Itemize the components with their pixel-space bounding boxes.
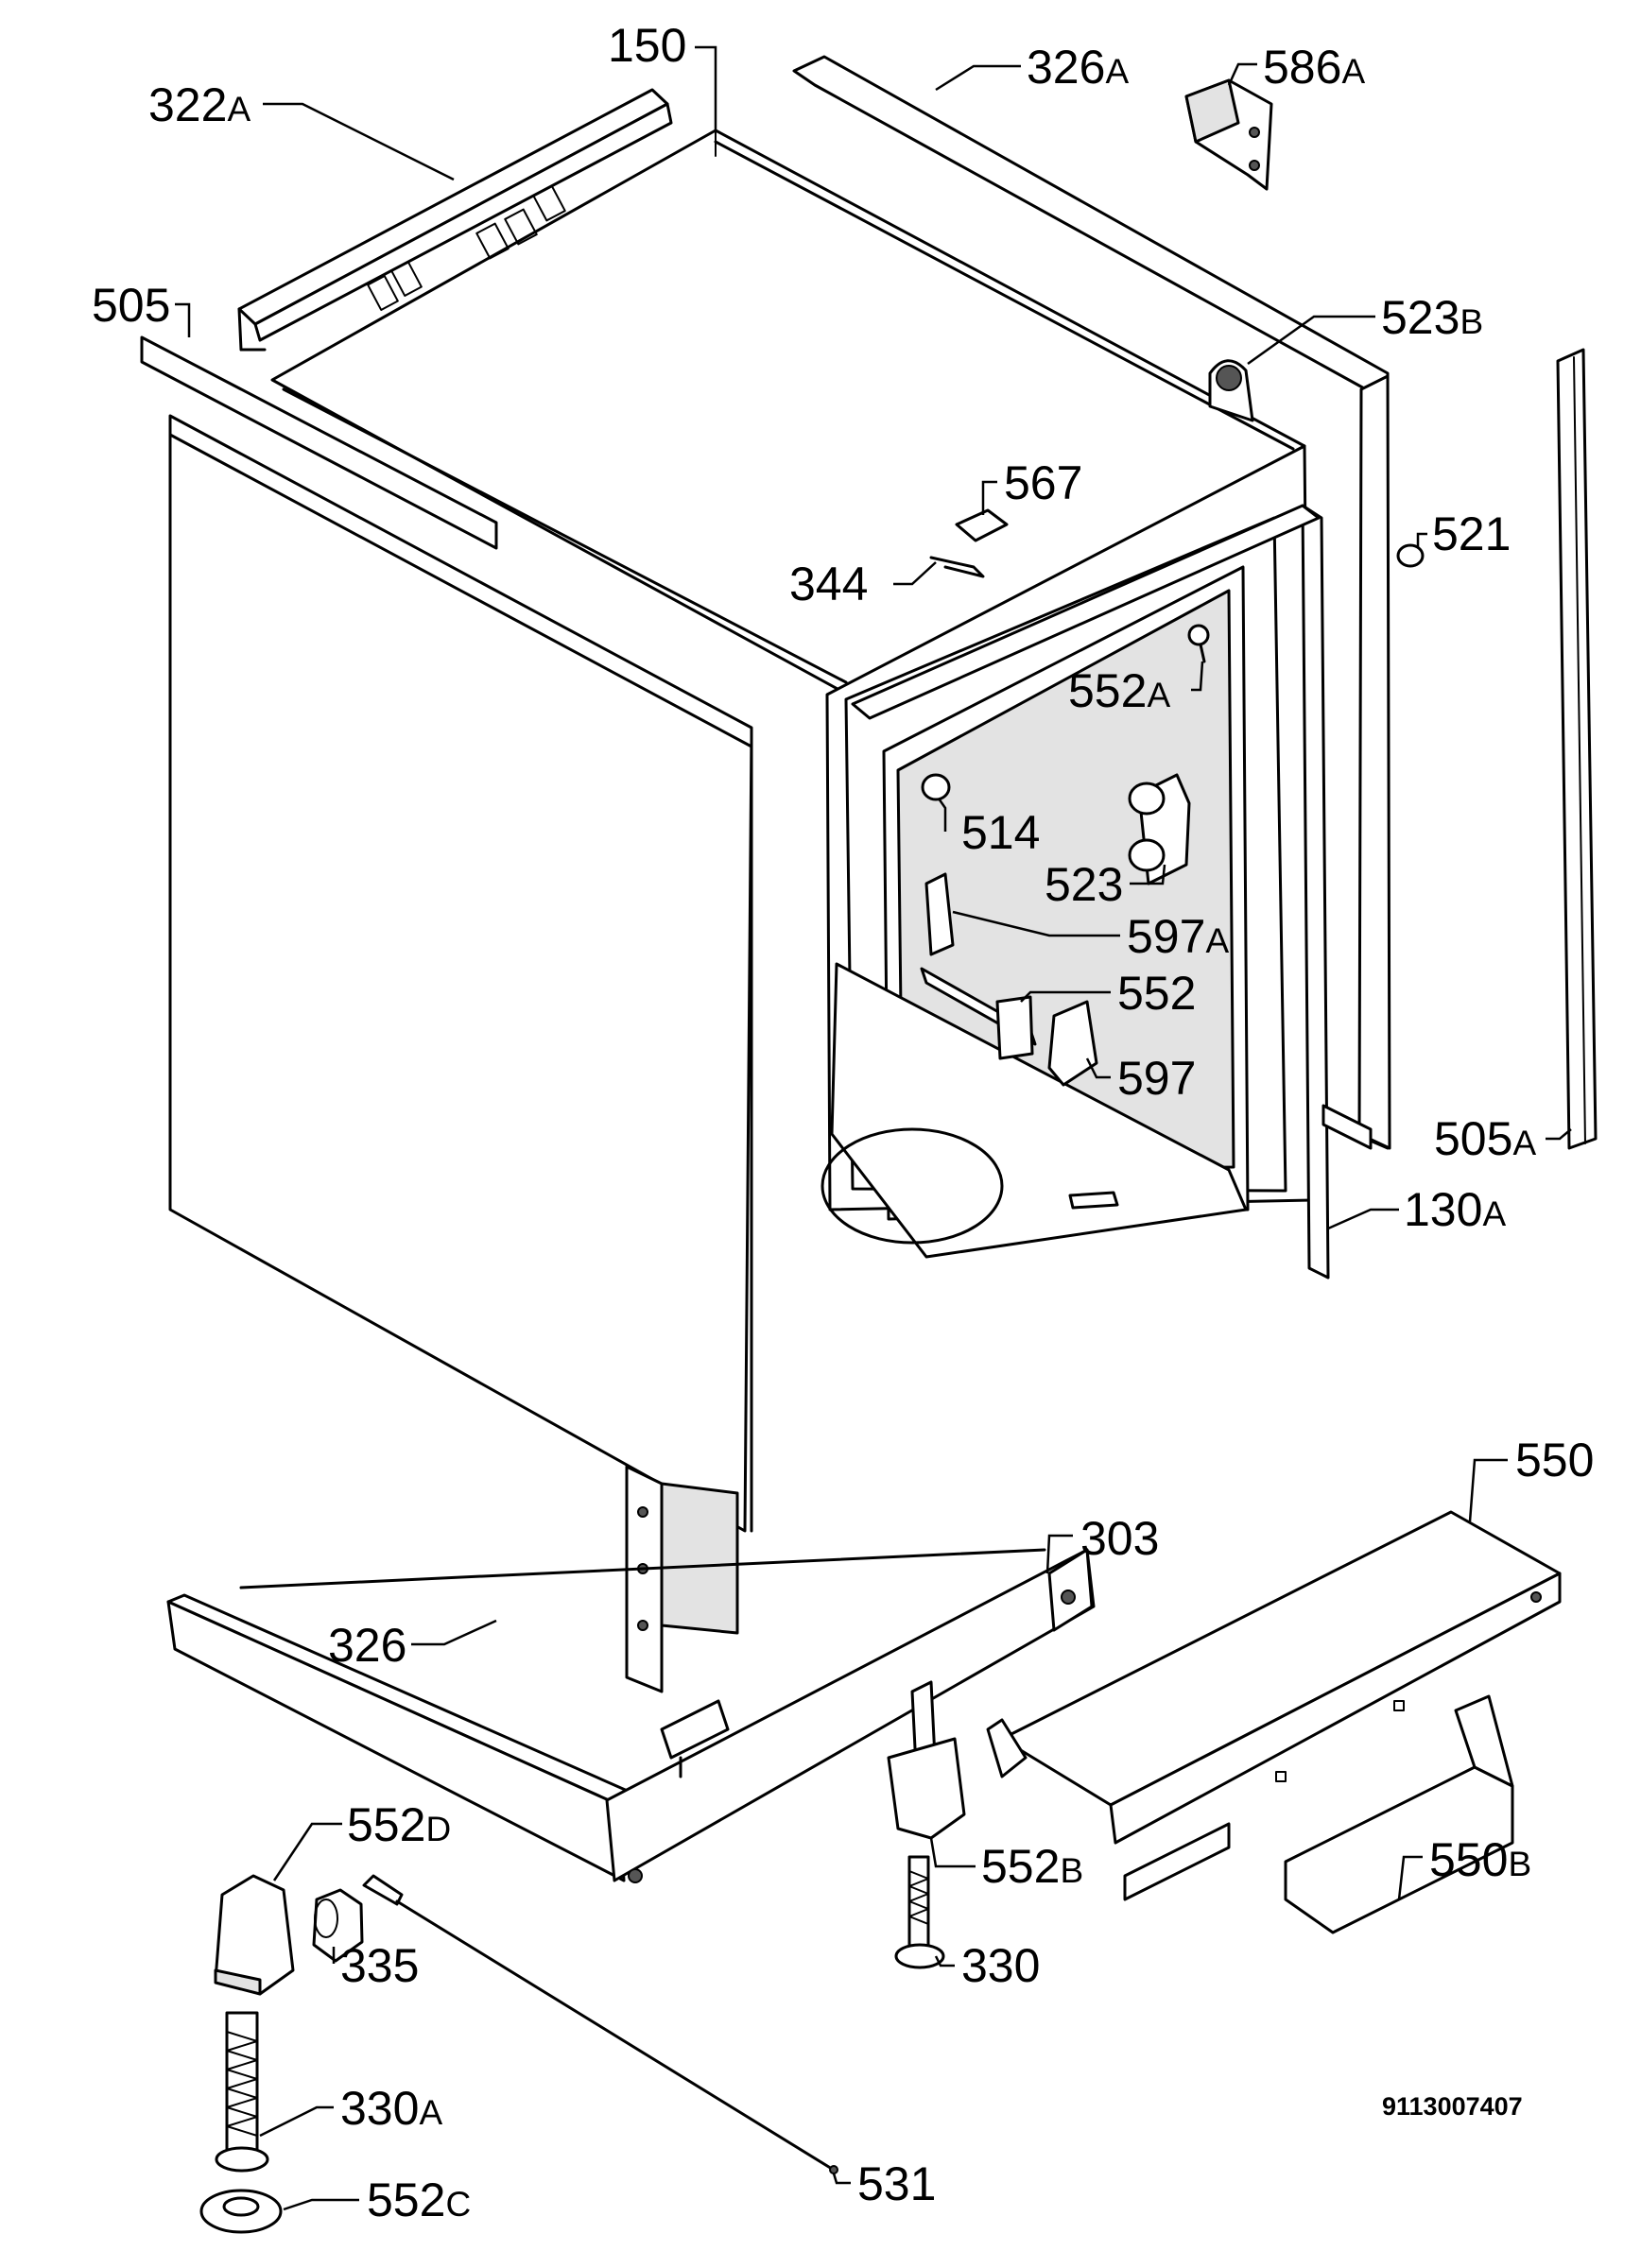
front-panel-bracket	[625, 1465, 739, 1693]
seal-strip-505	[140, 335, 498, 550]
side-panel-326a	[792, 55, 1391, 1150]
bracket-550b	[1284, 1694, 1514, 1934]
latch-clip-586a	[1184, 78, 1273, 191]
plinth-550	[986, 1510, 1562, 1901]
callout-150: 150	[608, 19, 686, 72]
gear-335	[312, 1888, 364, 1963]
callout-597: 597	[1117, 1052, 1196, 1105]
callout-550: 550	[1515, 1434, 1594, 1486]
callout-344: 344	[789, 558, 868, 610]
foot-552b	[887, 1680, 966, 1840]
callout-552a: 552A	[1068, 664, 1170, 717]
rollers-523	[1128, 773, 1191, 885]
callout-130a: 130A	[1404, 1183, 1506, 1236]
screw-552a	[1187, 624, 1210, 663]
seal-strip-505a	[1556, 348, 1598, 1150]
cabinet-drawing	[140, 55, 1598, 2234]
callout-326a: 326A	[1027, 41, 1129, 94]
callout-330a: 330A	[340, 2082, 442, 2135]
callout-523: 523	[1045, 858, 1123, 911]
callout-597a: 597A	[1127, 910, 1229, 963]
callout-552d: 552D	[347, 1798, 451, 1851]
callout-552b: 552B	[981, 1840, 1083, 1893]
drawing-number: 9113007407	[1382, 2092, 1523, 2121]
foot-pad-552c	[199, 2189, 283, 2234]
leader-lines	[175, 45, 1572, 2211]
rail-552	[995, 995, 1034, 1060]
plug-521	[1396, 543, 1425, 568]
callout-326: 326	[328, 1619, 406, 1672]
hinge-523b	[1208, 359, 1254, 422]
screw-330	[894, 1855, 945, 1969]
callout-335: 335	[340, 1939, 419, 1992]
plug-514	[921, 773, 951, 801]
tub-top-panel	[270, 129, 1306, 696]
callout-521: 521	[1432, 507, 1511, 560]
callout-303: 303	[1080, 1512, 1159, 1565]
callout-322a: 322A	[148, 78, 250, 131]
guide-597a	[924, 872, 955, 956]
callout-labels: 150 322A 326A 586A 505 523B 567 521 344 …	[92, 19, 1594, 2226]
control-bracket-322a	[237, 88, 673, 352]
screw-330a	[215, 2011, 269, 2173]
latch-597	[1047, 1000, 1098, 1087]
callout-531: 531	[857, 2157, 936, 2210]
callout-514: 514	[961, 806, 1040, 859]
callout-505: 505	[92, 279, 170, 332]
callout-330: 330	[961, 1939, 1040, 1992]
callout-586a: 586A	[1263, 41, 1365, 94]
spring-344	[929, 556, 985, 578]
door-frame-rim	[851, 504, 1330, 1280]
callout-567: 567	[1004, 456, 1082, 509]
clip-552d	[214, 1874, 295, 1996]
clip-567	[955, 508, 1009, 542]
callout-552c: 552C	[367, 2174, 471, 2226]
base-frame-303	[166, 1548, 1096, 1883]
front-panel	[168, 414, 753, 1533]
rod-531	[362, 1874, 838, 2174]
callout-505a: 505A	[1434, 1112, 1536, 1165]
callout-550b: 550B	[1429, 1833, 1531, 1886]
callout-552: 552	[1117, 967, 1196, 1020]
callout-523b: 523B	[1381, 291, 1483, 344]
